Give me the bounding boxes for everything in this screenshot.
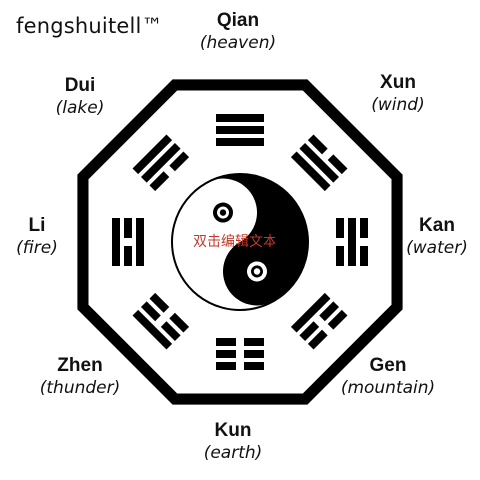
yin-line-right	[299, 321, 320, 341]
yin-line-right	[307, 329, 328, 350]
brand-logo-text: fengshuitell™	[16, 14, 163, 38]
trigram-meaning: (mountain)	[340, 378, 436, 398]
trigram-dui	[132, 134, 190, 192]
yin-line-left	[336, 218, 344, 238]
yin-line-right	[216, 362, 236, 370]
label-kan: Kan (water)	[362, 215, 480, 259]
label-kun: Kun (earth)	[158, 420, 308, 464]
yang-dot-center	[253, 268, 261, 275]
yin-line-left	[244, 350, 264, 358]
trigram-zhen	[132, 292, 190, 350]
yang-line	[216, 114, 264, 122]
trigram-meaning: (water)	[406, 238, 468, 258]
trigram-qian	[216, 114, 264, 146]
yang-line	[141, 143, 181, 183]
yin-line-left	[319, 301, 339, 322]
yin-line-left	[124, 246, 132, 266]
label-gen: Gen (mountain)	[313, 355, 463, 399]
trigram-li	[112, 218, 144, 266]
yin-line-right	[216, 350, 236, 358]
yin-line-right	[336, 246, 344, 266]
yin-half	[206, 174, 308, 306]
yang-line	[290, 151, 331, 192]
yang-line	[132, 134, 173, 175]
label-li: Li (fire)	[0, 215, 112, 259]
yin-line-right	[327, 154, 348, 175]
label-zhen: Zhen (thunder)	[5, 355, 155, 399]
yin-line-left	[169, 312, 190, 333]
trigram-meaning: (thunder)	[39, 378, 121, 398]
trigram-name: Li	[28, 215, 46, 236]
trigram-name: Xun	[380, 72, 416, 93]
yang-line	[112, 218, 120, 266]
trigram-meaning: (lake)	[55, 98, 105, 118]
yin-line-left	[327, 309, 348, 330]
yin-line-right	[360, 246, 368, 266]
trigram-meaning: (fire)	[16, 238, 58, 258]
label-xun: Xun (wind)	[323, 72, 473, 116]
yang-line	[216, 126, 264, 134]
trigram-name: Qian	[216, 10, 260, 31]
trigram-kan	[336, 218, 368, 266]
yin-line-left	[244, 338, 264, 346]
trigram-gen	[290, 292, 348, 350]
trigram-xun	[290, 134, 348, 192]
yang-line	[348, 218, 356, 266]
yin-line-left	[307, 134, 328, 155]
yang-line	[299, 143, 339, 183]
yin-line-right	[124, 218, 132, 238]
yin-line-left	[149, 171, 170, 192]
trigram-name: Kun	[214, 420, 252, 441]
trigram-name: Zhen	[57, 355, 103, 376]
yin-line-right	[149, 292, 170, 313]
trigram-meaning: (wind)	[371, 95, 425, 115]
yin-line-right	[216, 338, 236, 346]
trigram-meaning: (heaven)	[199, 33, 277, 53]
trigram-meaning: (earth)	[203, 443, 263, 463]
yin-line-left	[244, 362, 264, 370]
trigram-name: Gen	[369, 355, 407, 376]
yin-dot-center	[219, 209, 227, 216]
yin-line-right	[141, 301, 161, 322]
yin-line-left	[160, 321, 181, 341]
trigram-name: Kan	[419, 215, 455, 236]
yang-line	[216, 138, 264, 146]
yang-line	[136, 218, 144, 266]
yin-line-left	[360, 218, 368, 238]
trigram-name: Dui	[64, 75, 96, 96]
label-dui: Dui (lake)	[5, 75, 155, 119]
edit-text-overlay[interactable]: 双击编辑文本	[193, 234, 275, 250]
yang-line	[132, 309, 173, 350]
yin-line-right	[169, 151, 190, 172]
trigram-kun	[216, 338, 264, 370]
yang-line	[290, 292, 331, 333]
label-qian: Qian (heaven)	[163, 10, 313, 54]
yin-yang-symbol	[171, 173, 309, 311]
